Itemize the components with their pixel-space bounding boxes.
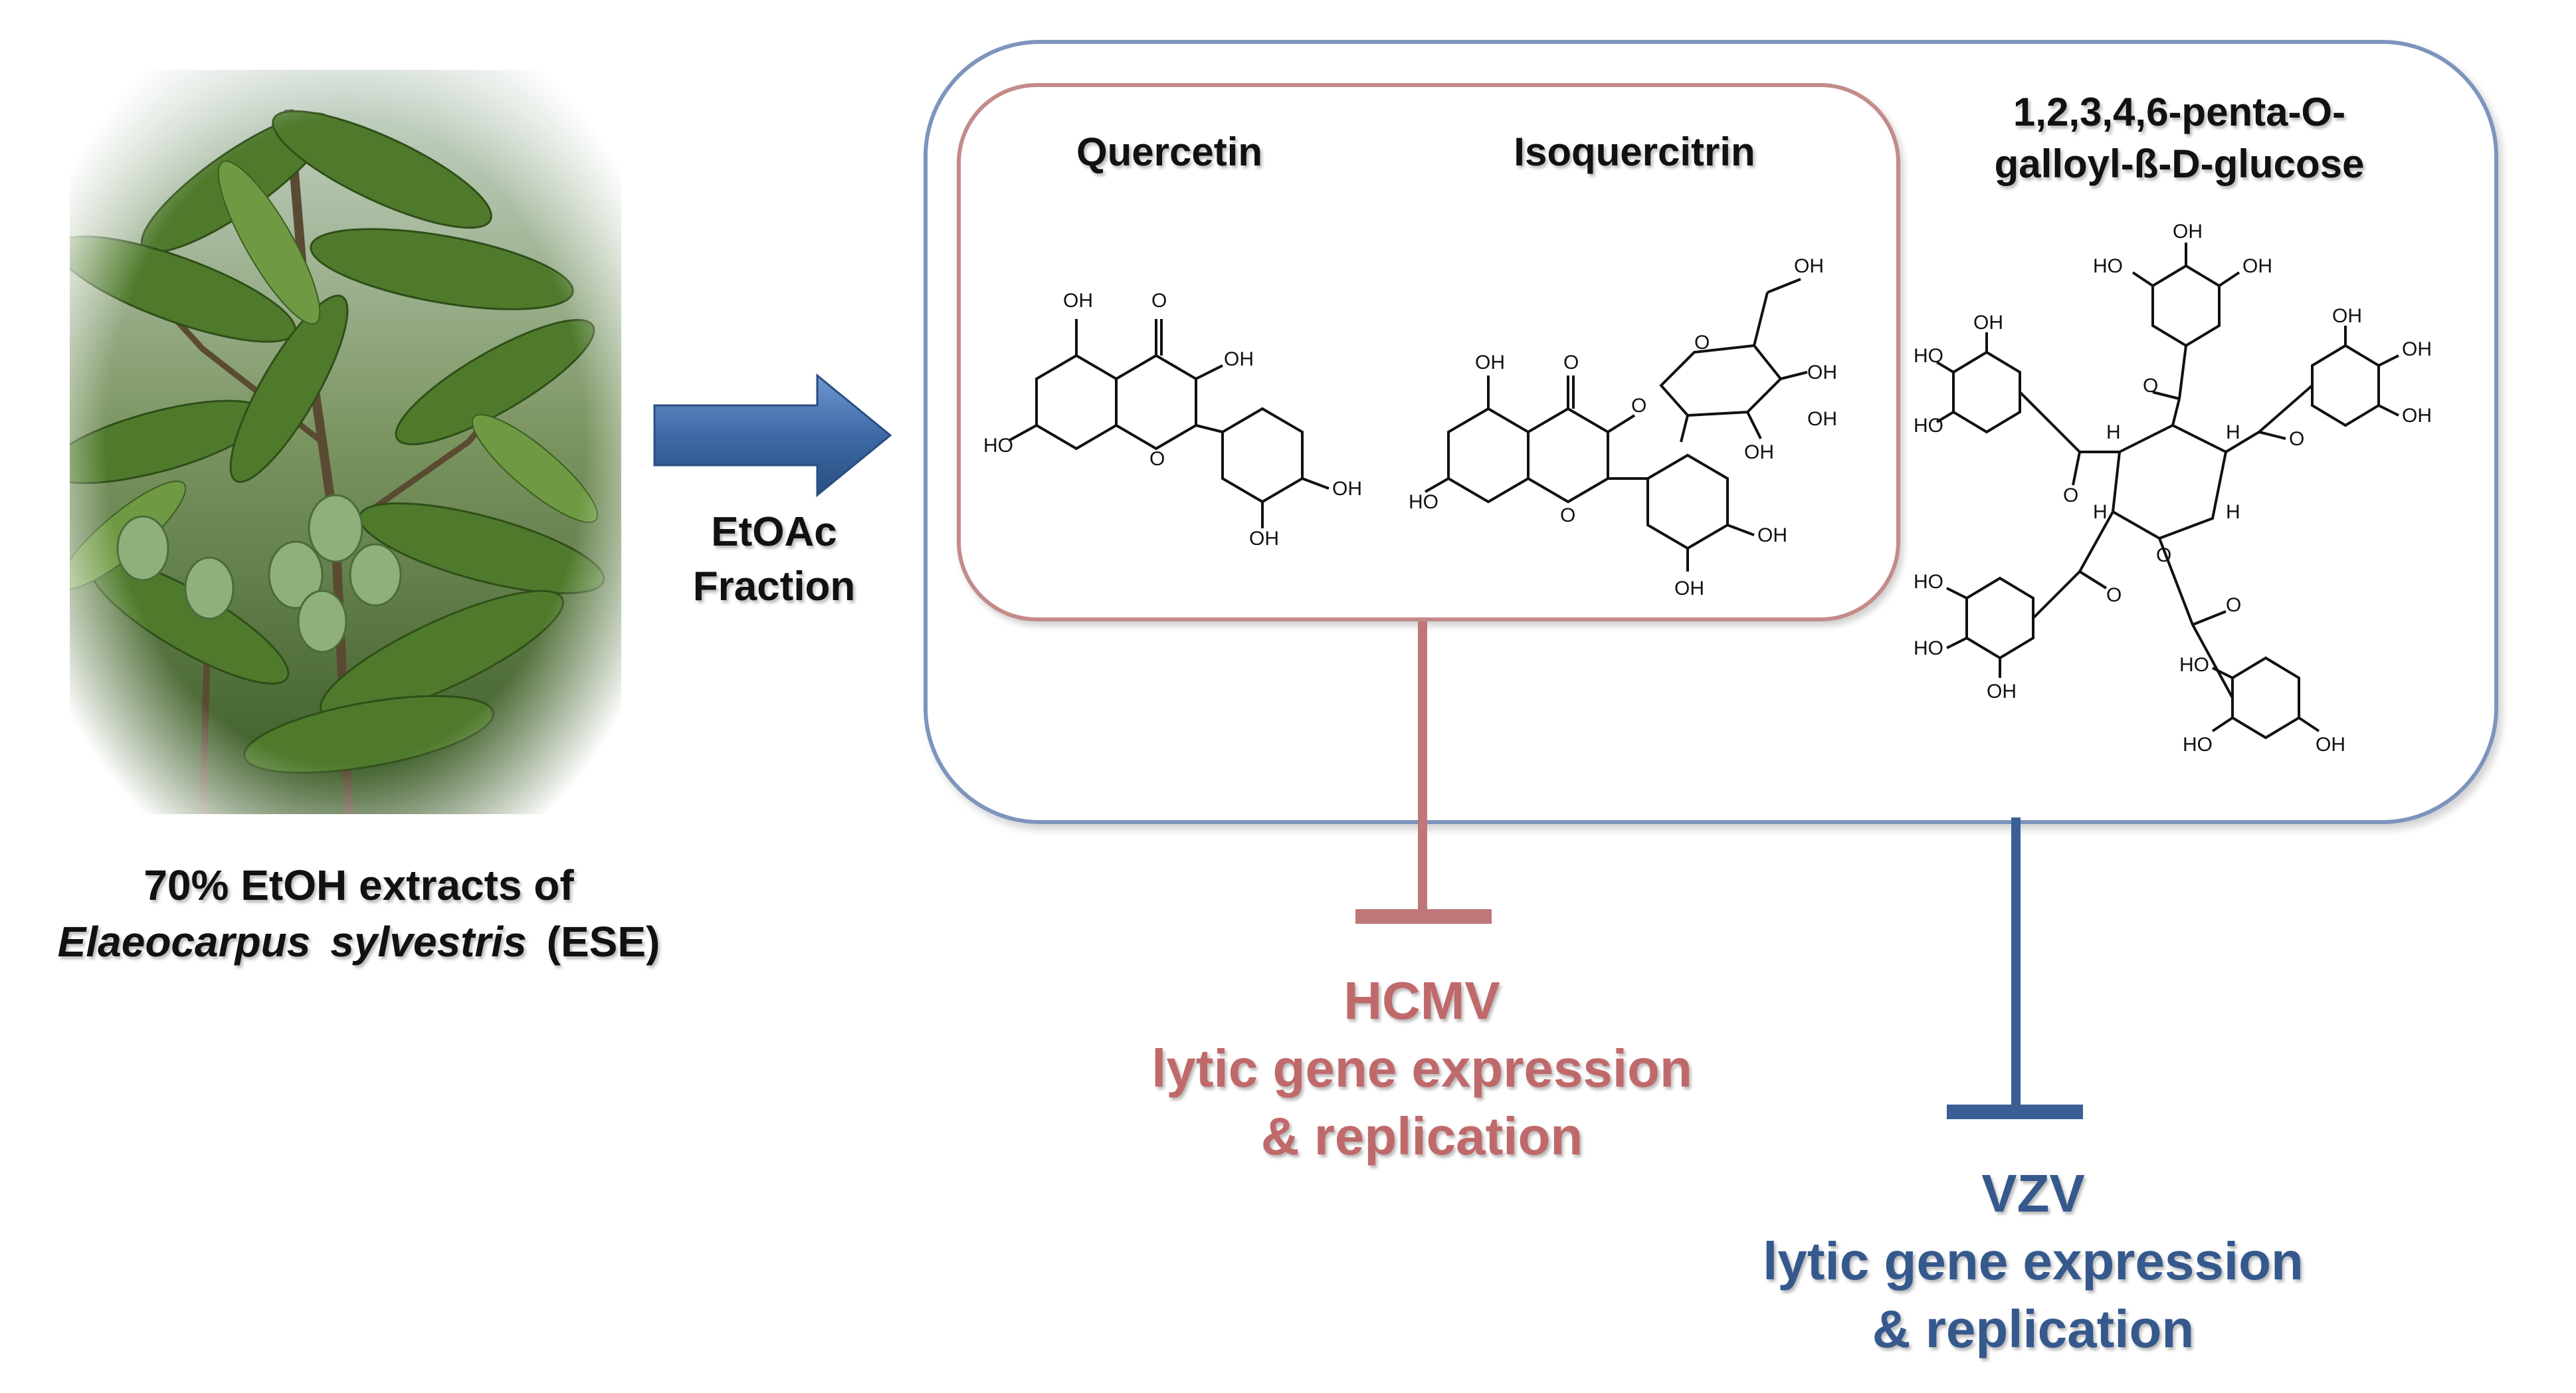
pgg-ho-d1: HO [1914, 571, 1943, 593]
pgg-ho-d2: HO [1914, 637, 1943, 659]
vzv-effect: VZV lytic gene expression & replication [1701, 1160, 2365, 1363]
isoq-ho-7: HO [1409, 491, 1438, 513]
fraction-label-line-1: EtOAc [711, 509, 837, 555]
quercetin-title: Quercetin [1076, 130, 1263, 174]
pgg-title-line-1: 1,2,3,4,6-penta-O- [2013, 90, 2346, 134]
quercetin-structure: OH O OH HO O OH OH [983, 290, 1362, 545]
pgg-o-4: O [2106, 584, 2122, 606]
hcmv-effect-line-2: lytic gene expression [1151, 1039, 1692, 1098]
isoq-o-link: O [1631, 395, 1646, 417]
hcmv-effect: HCMV lytic gene expression & replication [1090, 967, 1754, 1170]
vzv-effect-line-2: lytic gene expression [1763, 1232, 2304, 1291]
fraction-label-line-2: Fraction [692, 564, 856, 609]
isoq-oh-3: OH [1807, 408, 1837, 430]
pgg-oh-c3: OH [2402, 405, 2432, 427]
isoq-oh-2: OH [1744, 441, 1774, 463]
caption-line-1: 70% EtOH extracts of [144, 861, 574, 909]
hcmv-inhibition-stem [1418, 621, 1427, 917]
compounds-outer-box [924, 40, 2498, 824]
vzv-effect-line-3: & replication [1872, 1299, 2195, 1358]
genus-name: Elaeocarpus [57, 918, 311, 966]
pgg-oh-c2: OH [2402, 338, 2432, 360]
isoq-oh-4p: OH [1757, 524, 1787, 546]
isoq-o-ring: O [1694, 332, 1710, 354]
pgg-h-4: H [2093, 501, 2108, 523]
pgg-ho-b3: HO [1914, 415, 1943, 437]
quercetin-oh-3: OH [1224, 348, 1254, 370]
quercetin-o-4: O [1151, 290, 1167, 312]
pgg-o-5: O [2226, 594, 2241, 616]
quercetin-oh-3p: OH [1249, 528, 1279, 545]
isoquercitrin-structure: OH O OH OH OH O OH O HO O OH OH [1409, 255, 1837, 598]
caption-line-2: Elaeocarpus sylvestris (ESE) [27, 914, 691, 970]
pgg-o-2: O [2063, 484, 2078, 506]
pgg-ho-b2: HO [1914, 345, 1943, 367]
pgg-title-line-2: galloyl-ß-D-glucose [1994, 142, 2365, 186]
plant-photo [70, 70, 621, 814]
extract-abbrev: (ESE) [546, 918, 660, 966]
pgg-o-ring: O [2156, 544, 2171, 566]
extract-caption: 70% EtOH extracts of Elaeocarpus sylvestr… [27, 857, 691, 970]
isoq-o-4: O [1563, 352, 1579, 374]
pgg-structure: OH HO OH OH HO HO OH OH OH HO HO OH HO H… [1914, 221, 2432, 756]
pgg-ho-a2: HO [2093, 255, 2123, 277]
isoq-oh-3p: OH [1674, 578, 1704, 598]
pgg-h-1: H [2106, 421, 2121, 443]
pgg-h-2: H [2226, 421, 2240, 443]
pgg-oh-a3: OH [2242, 255, 2272, 277]
isoq-oh-5: OH [1475, 352, 1505, 374]
isoq-oh-4: OH [1807, 362, 1837, 383]
hcmv-virus-name: HCMV [1343, 971, 1500, 1030]
pgg-oh-a1: OH [2173, 221, 2203, 243]
pgg-oh-d3: OH [1987, 681, 2017, 702]
isoq-o-1: O [1560, 504, 1575, 526]
vzv-inhibition-stem [2011, 817, 2021, 1113]
isoq-oh-6: OH [1794, 255, 1824, 277]
quercetin-oh-4p: OH [1332, 478, 1362, 500]
hcmv-inhibition-bar [1355, 909, 1492, 924]
pgg-oh-e3: OH [2316, 734, 2345, 756]
pgg-o-3: O [2289, 428, 2304, 450]
pgg-oh-c1: OH [2332, 305, 2362, 327]
species-name: sylvestris [330, 918, 527, 966]
hcmv-effect-line-3: & replication [1260, 1107, 1583, 1166]
pgg-oh-b1: OH [1973, 312, 2003, 334]
fractionation-arrow [653, 373, 892, 498]
pgg-h-3: H [2226, 501, 2240, 523]
pgg-title: 1,2,3,4,6-penta-O- galloyl-ß-D-glucose [1914, 86, 2445, 190]
pgg-o-1: O [2143, 375, 2158, 397]
vzv-virus-name: VZV [1981, 1164, 2085, 1223]
pgg-ho-e2: HO [2183, 734, 2213, 756]
flavonoids-inner-box [957, 83, 1900, 621]
fraction-label: EtOAc Fraction [648, 505, 900, 614]
vzv-inhibition-bar [1947, 1105, 2083, 1119]
quercetin-o-1: O [1149, 448, 1165, 470]
quercetin-ho-7: HO [983, 435, 1013, 457]
quercetin-oh-5: OH [1063, 290, 1093, 312]
isoquercitrin-title: Isoquercitrin [1514, 130, 1755, 174]
pgg-ho-e1: HO [2179, 654, 2209, 676]
